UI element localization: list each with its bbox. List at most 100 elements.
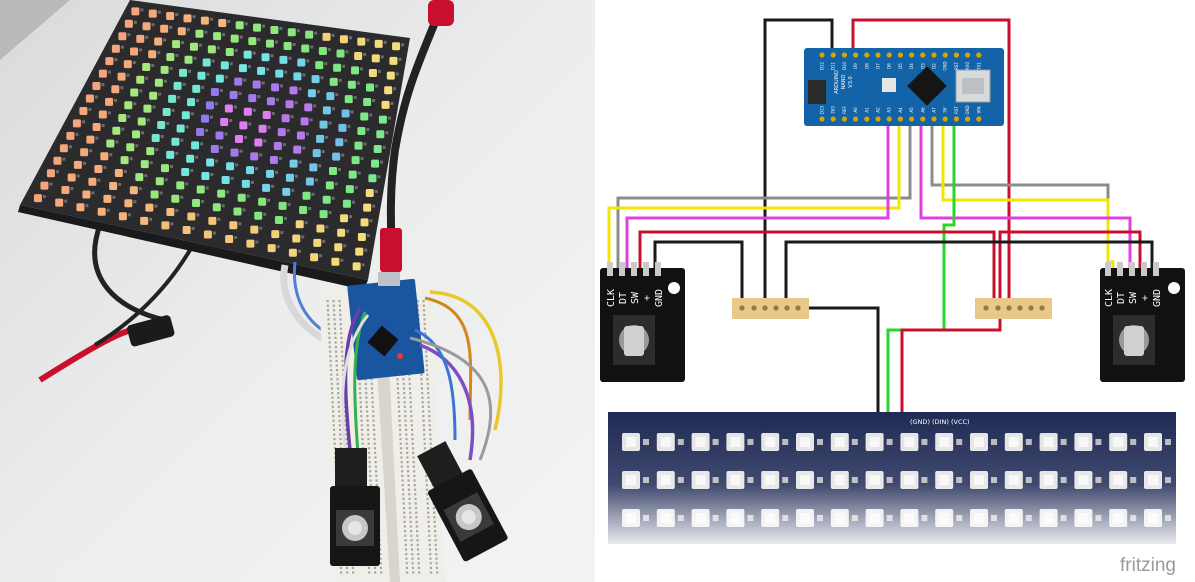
encoder-right-pin-5 <box>1153 262 1159 276</box>
breadboard-hole <box>375 470 378 473</box>
photo-matrix-led-cap <box>331 107 335 111</box>
breadboard-hole <box>411 566 415 569</box>
breadboard-hole <box>410 410 413 413</box>
breadboard-hole <box>425 369 429 372</box>
photo-matrix-led <box>253 23 262 32</box>
nano-bottom-pin-label: A6 <box>920 107 925 113</box>
nano-top-pin-label: D6 <box>887 63 892 69</box>
photo-matrix-led <box>120 156 129 165</box>
nano-brand: ARDUINO <box>834 70 840 94</box>
nano-bottom-pin-label: A3 <box>887 107 892 113</box>
breadboard-hole <box>410 530 413 533</box>
usb-red-plug <box>380 228 402 272</box>
breadboard-hole <box>337 392 340 395</box>
breadboard-hole <box>400 456 403 459</box>
breadboard-hole <box>401 474 404 477</box>
photo-matrix-led-cap <box>91 191 95 195</box>
breadboard-hole <box>338 419 341 422</box>
photo-matrix-led-cap <box>120 45 124 49</box>
breadboard-hole <box>404 543 407 546</box>
photo-matrix-led-cap <box>259 226 263 230</box>
photo-matrix-led <box>305 30 314 39</box>
photo-matrix-led-cap <box>97 178 101 182</box>
photo-matrix-led-cap <box>395 72 399 76</box>
breadboard-hole <box>358 387 362 390</box>
breadboard-hole <box>341 355 344 358</box>
photo-matrix-led <box>318 46 327 55</box>
nano-top-pin-label: D11 <box>831 61 836 70</box>
breadboard-hole <box>404 410 407 413</box>
photo-matrix-led <box>179 68 188 77</box>
photo-matrix-led-cap <box>324 62 328 66</box>
photo-matrix-led-cap <box>292 43 296 47</box>
photo-matrix-led-cap <box>350 110 354 114</box>
breadboard-hole <box>396 382 399 385</box>
photo-matrix-led-cap <box>380 160 384 164</box>
photo-matrix-led-cap <box>127 213 131 217</box>
photo-matrix-led-cap <box>302 146 306 150</box>
photo-matrix-led-cap <box>120 86 124 90</box>
breadboard-hole <box>379 566 383 569</box>
photo-matrix-led <box>212 203 221 212</box>
breadboard-hole <box>406 461 409 464</box>
photo-matrix-led <box>305 177 314 186</box>
photo-matrix-led-cap <box>296 29 300 33</box>
breadboard-hole <box>416 534 419 537</box>
nano-bottom-pin-label: A2 <box>876 107 881 113</box>
breadboard-hole <box>327 313 330 316</box>
photo-matrix-led-cap <box>363 142 367 146</box>
breadboard-hole <box>337 405 340 408</box>
nano-bottom-pin <box>886 116 892 122</box>
photo-matrix-led <box>329 77 338 86</box>
photo-matrix-led <box>146 147 155 156</box>
breadboard-hole <box>338 304 341 307</box>
photo-matrix-led <box>262 183 271 192</box>
photo-matrix-led <box>111 44 120 53</box>
photo-matrix-led <box>40 181 49 190</box>
photo-matrix-led <box>67 173 76 182</box>
photo-matrix-led <box>218 18 227 27</box>
photo-matrix-led-cap <box>252 108 256 112</box>
photo-matrix-led-cap <box>190 169 194 173</box>
photo-matrix-led-cap <box>311 192 315 196</box>
photo-matrix-led <box>342 199 351 208</box>
breadboard-hole <box>366 415 369 418</box>
photo-matrix-led-cap <box>288 56 292 60</box>
breadboard-hole <box>336 378 339 381</box>
photo-matrix-led <box>124 199 133 208</box>
photo-matrix-led <box>292 234 301 243</box>
breadboard-hole <box>374 465 377 468</box>
photo-matrix-led <box>347 80 356 89</box>
nano-top-pin-label: D10 <box>842 61 847 70</box>
photo-matrix-led-cap <box>271 184 275 188</box>
nano-bottom-pin <box>965 116 971 122</box>
nano-usb-inner <box>962 78 984 94</box>
photo-matrix-led <box>252 80 261 89</box>
breadboard-hole <box>339 438 342 441</box>
breadboard-hole <box>372 428 376 431</box>
breadboard-hole <box>413 479 416 482</box>
photo-matrix-led-cap <box>64 199 68 203</box>
photo-matrix-led-cap <box>175 209 179 213</box>
photo-matrix-led <box>160 24 169 33</box>
breadboard-hole <box>415 525 418 528</box>
breadboard-hole <box>333 327 337 330</box>
photo-matrix-led <box>46 169 55 178</box>
nano-bottom-pin <box>830 116 836 122</box>
breadboard-hole <box>405 566 409 569</box>
photo-matrix-led-cap <box>372 204 376 208</box>
photo-matrix-led-cap <box>338 78 342 82</box>
photo-matrix-led <box>258 197 267 206</box>
breadboard-hole <box>339 433 342 436</box>
photo-matrix-led-cap <box>401 43 405 47</box>
encoder-right-shaft <box>1124 326 1144 356</box>
breadboard-hole <box>428 424 431 427</box>
wire-green-data <box>886 125 956 420</box>
photo-matrix-led <box>312 149 321 158</box>
photo-matrix-led <box>313 238 322 247</box>
photo-matrix-led <box>243 107 252 116</box>
nano-top-pin <box>909 52 915 58</box>
photo-matrix-led <box>72 119 81 128</box>
breadboard-hole <box>420 378 423 381</box>
photo-matrix-led-cap <box>85 204 89 208</box>
